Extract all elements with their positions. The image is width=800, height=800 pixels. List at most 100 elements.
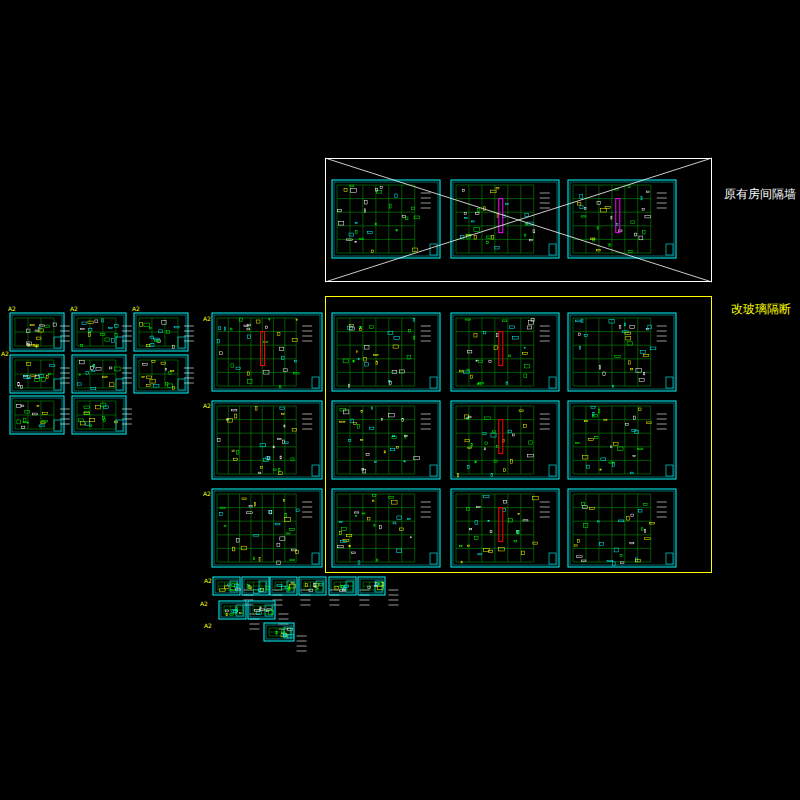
plan-detail — [27, 362, 31, 365]
plan-detail — [166, 330, 169, 333]
plan-detail — [237, 450, 239, 454]
note-line — [300, 605, 310, 606]
sheet-inner — [360, 579, 383, 593]
plan-detail — [650, 522, 655, 524]
grid-line — [507, 318, 508, 386]
grid-line — [217, 507, 296, 508]
plan-detail — [365, 201, 367, 204]
plan-detail — [280, 456, 281, 459]
grid-line — [481, 494, 482, 562]
grid-line — [375, 185, 376, 253]
plan-detail — [174, 327, 179, 328]
title-block — [346, 581, 353, 592]
note-line — [657, 512, 667, 513]
grid-line — [456, 521, 534, 522]
plan-detail — [494, 346, 497, 350]
plan-detail — [247, 372, 249, 375]
note-line — [122, 341, 132, 342]
plan-detail — [460, 546, 462, 547]
plan-detail — [96, 405, 101, 409]
plan-detail — [465, 439, 469, 442]
sheet-inner — [221, 603, 244, 617]
grid-line — [650, 406, 651, 474]
plan-detail — [620, 325, 621, 328]
plan-detail — [27, 329, 30, 332]
plan-detail — [628, 186, 630, 187]
plan-detail — [365, 363, 369, 366]
grid-line — [481, 318, 482, 386]
plan-detail — [285, 518, 291, 522]
grid-line — [456, 318, 534, 319]
plan-detail — [50, 365, 55, 366]
note-line — [297, 636, 307, 637]
note-line — [272, 600, 282, 601]
plan-detail — [581, 319, 583, 322]
partition-mark — [261, 332, 265, 366]
grid-line — [273, 318, 274, 386]
grid-line — [337, 494, 338, 562]
plan-detail — [464, 415, 468, 419]
plan-detail — [596, 250, 600, 251]
plan-detail — [96, 367, 101, 370]
plan-detail — [513, 434, 515, 436]
grid-line — [573, 406, 574, 474]
grid-line — [414, 406, 415, 474]
plan-detail — [340, 532, 342, 535]
plan-detail — [319, 583, 322, 585]
plan-detail — [519, 410, 524, 411]
plan-detail — [35, 330, 39, 331]
plan-detail — [79, 374, 81, 375]
title-block — [430, 553, 437, 564]
plan-detail — [478, 553, 482, 555]
note-line — [421, 326, 431, 327]
note-line — [60, 373, 70, 374]
plan-detail — [349, 545, 351, 547]
grid-line — [253, 606, 272, 607]
grid-line — [349, 185, 350, 253]
plan-detail — [350, 185, 354, 186]
plan-detail — [397, 516, 402, 519]
plan-detail — [633, 416, 635, 419]
grid-line — [337, 185, 415, 186]
plan-detail — [266, 586, 270, 589]
title-block — [549, 553, 556, 564]
plan-detail — [644, 503, 647, 505]
plan-detail — [491, 473, 493, 476]
plan-detail — [404, 461, 405, 462]
title-block — [666, 553, 673, 564]
plan-detail — [242, 498, 246, 500]
plan-detail — [409, 329, 411, 332]
plan-detail — [461, 561, 462, 563]
plan-detail — [80, 328, 84, 329]
plan-detail — [53, 323, 56, 326]
plan-detail — [582, 455, 588, 459]
sheet-size-label: A2 — [200, 600, 208, 607]
plan-detail — [584, 207, 586, 209]
sheet-inner — [334, 403, 438, 477]
sheet-frame — [568, 313, 676, 391]
grid-line — [573, 419, 651, 420]
grid-line — [494, 185, 495, 253]
plan-detail — [390, 449, 394, 451]
note-line — [388, 600, 398, 601]
plan-detail — [611, 446, 612, 447]
note-line — [657, 424, 667, 425]
plan-detail — [619, 230, 622, 231]
grid-line — [456, 185, 457, 253]
plan-detail — [146, 376, 151, 378]
sheet-inner — [215, 579, 238, 593]
plan-detail — [412, 248, 417, 251]
plan-detail — [468, 466, 470, 469]
plan-detail — [30, 324, 34, 325]
plan-detail — [488, 550, 492, 552]
plan-detail — [115, 325, 119, 328]
plan-detail — [384, 451, 386, 453]
plan-detail — [645, 216, 650, 218]
sheet-frame — [212, 489, 322, 567]
grid-line — [598, 185, 599, 253]
partition-mark — [499, 332, 503, 366]
grid-line — [650, 494, 651, 562]
plan-detail — [494, 460, 497, 462]
plan-detail — [265, 326, 267, 328]
plan-detail — [91, 371, 95, 372]
